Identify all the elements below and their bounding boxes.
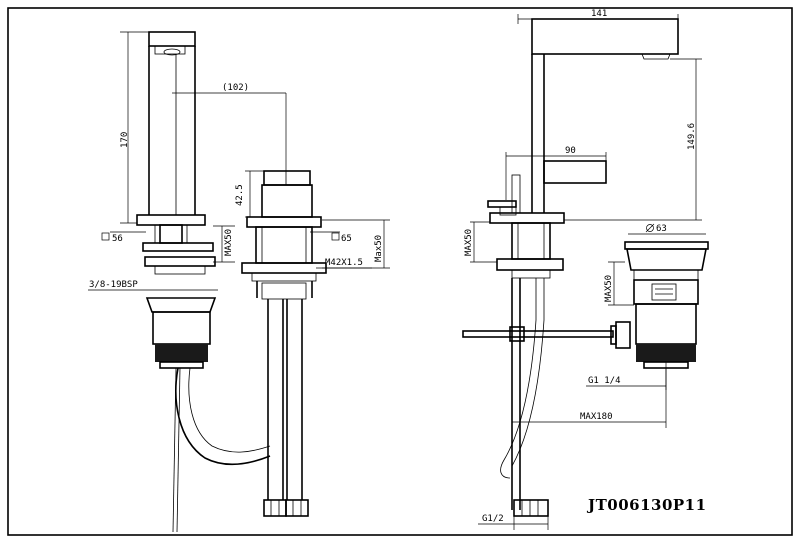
dim-valve-height: 42.5 bbox=[235, 184, 245, 206]
dim-spout-height: 149.6 bbox=[687, 123, 697, 150]
dim-drain-dia: 63 bbox=[656, 224, 667, 234]
dim-max-length: MAX180 bbox=[580, 412, 613, 422]
dim-top-width: 141 bbox=[591, 9, 607, 19]
left-drain bbox=[144, 256, 271, 533]
model-code: JT006130P11 bbox=[586, 496, 707, 514]
dim-thread-right: M42X1.5 bbox=[325, 258, 363, 268]
diameter-symbol bbox=[646, 224, 654, 232]
dim-max-left: MAX50 bbox=[224, 229, 234, 256]
dim-g-quarter: G1 1/4 bbox=[588, 376, 621, 386]
left-dimensions bbox=[88, 31, 390, 291]
right-dimensions bbox=[470, 14, 706, 530]
square-symbol-56 bbox=[101, 232, 110, 241]
dim-max-right-view: MAX50 bbox=[464, 229, 474, 256]
dim-handle-reach: 90 bbox=[565, 146, 576, 156]
left-spout bbox=[136, 31, 214, 252]
dim-thread-drain: 3/8-19BSP bbox=[89, 280, 138, 290]
dim-g-half: G1/2 bbox=[482, 514, 504, 524]
drawing-frame bbox=[7, 7, 793, 536]
square-symbol-65 bbox=[331, 232, 340, 241]
diameter-slash bbox=[645, 223, 655, 233]
left-valve bbox=[241, 170, 327, 517]
dim-base-right: 65 bbox=[341, 234, 352, 244]
dim-height-body: 170 bbox=[120, 132, 130, 148]
dim-spout-span: (102) bbox=[222, 83, 249, 93]
dim-max-drain: MAX50 bbox=[604, 275, 614, 302]
right-drain bbox=[610, 241, 709, 369]
dim-max-right: Max50 bbox=[374, 235, 384, 262]
right-faucet bbox=[462, 18, 679, 517]
dim-base-left: 56 bbox=[112, 234, 123, 244]
